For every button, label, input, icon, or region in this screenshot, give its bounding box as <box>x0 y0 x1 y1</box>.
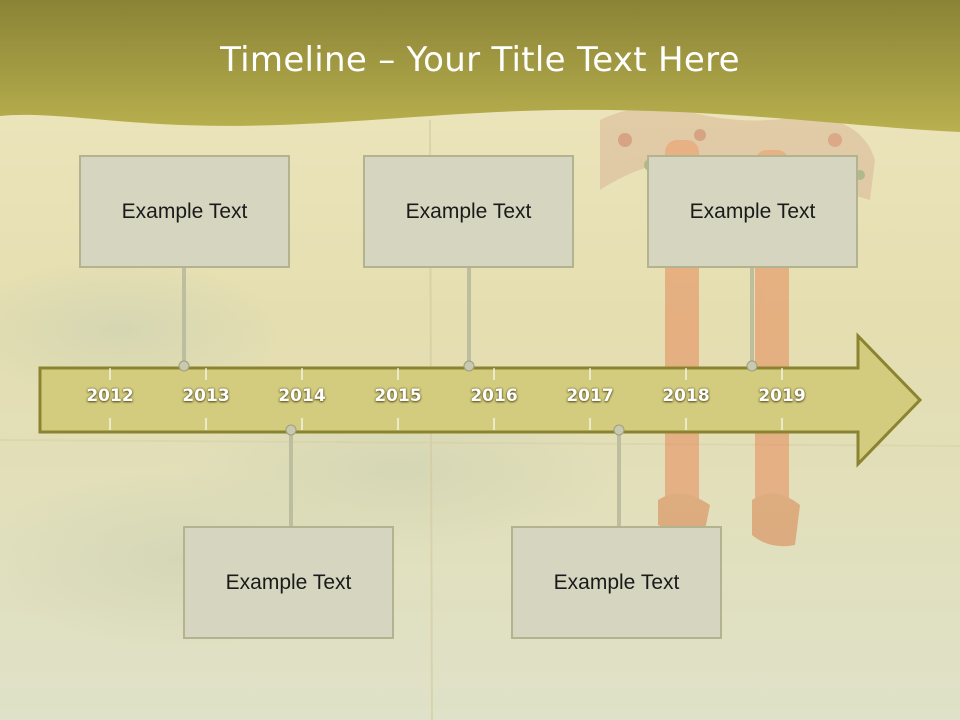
event-text: Example Text <box>553 570 680 594</box>
year-label: 2014 <box>278 386 326 406</box>
connector-dot <box>285 424 297 436</box>
year-label: 2018 <box>662 386 710 406</box>
event-text: Example Text <box>405 199 532 223</box>
connector-dot <box>178 360 190 372</box>
event-box-top-2: Example Text <box>363 155 574 268</box>
year-label: 2013 <box>182 386 230 406</box>
cloud-shape <box>0 260 280 400</box>
year-label: 2015 <box>374 386 422 406</box>
event-text: Example Text <box>121 199 248 223</box>
header-band <box>0 0 960 132</box>
connectors <box>182 268 754 528</box>
event-box-bottom-1: Example Text <box>183 526 394 639</box>
paper-crease <box>0 439 960 447</box>
year-label: 2012 <box>86 386 134 406</box>
tick-marks <box>109 368 783 430</box>
event-box-bottom-2: Example Text <box>511 526 722 639</box>
connector-dot <box>463 360 475 372</box>
connector-dot <box>746 360 758 372</box>
year-label: 2017 <box>566 386 614 406</box>
timeline-arrow <box>38 332 923 468</box>
event-text: Example Text <box>689 199 816 223</box>
event-box-top-3: Example Text <box>647 155 858 268</box>
connector-dot <box>613 424 625 436</box>
event-box-top-1: Example Text <box>79 155 290 268</box>
year-label: 2016 <box>470 386 518 406</box>
year-label: 2019 <box>758 386 806 406</box>
event-text: Example Text <box>225 570 352 594</box>
connector-dots <box>178 360 758 436</box>
slide-title: Timeline – Your Title Text Here <box>220 40 740 80</box>
